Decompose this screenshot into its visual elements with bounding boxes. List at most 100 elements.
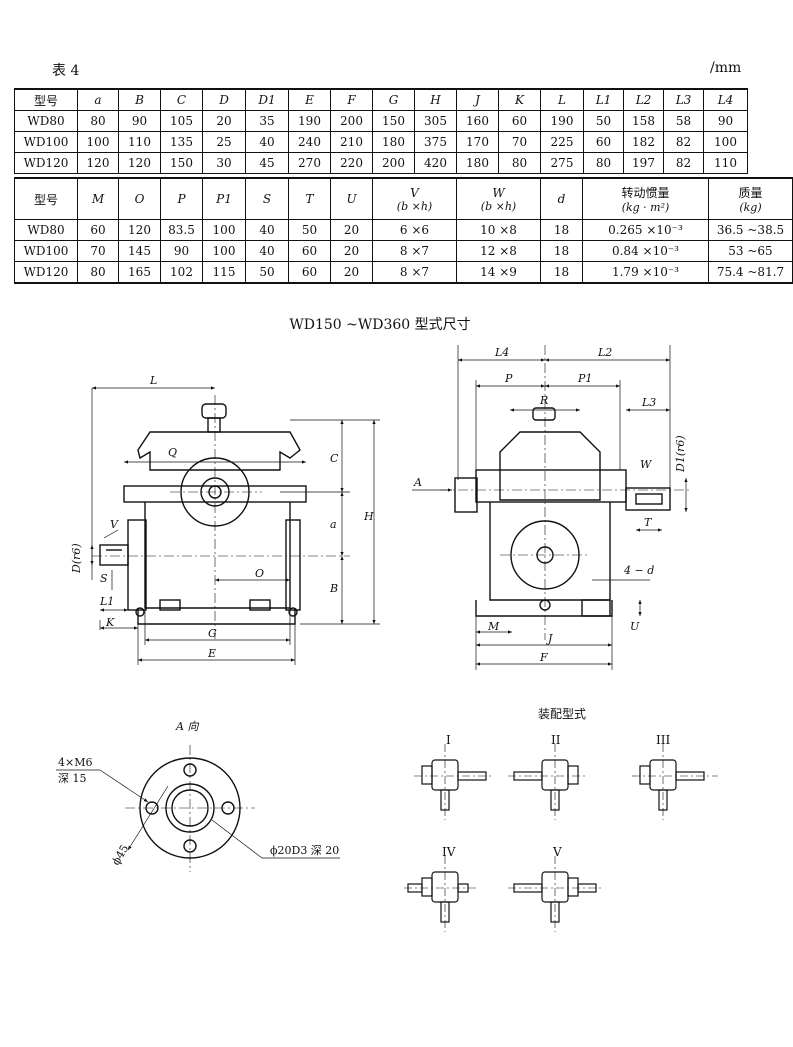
table-cell: 35: [245, 110, 289, 132]
table-header-cell: E: [288, 88, 331, 111]
table-cell: 110: [703, 152, 748, 174]
table-cell: 0.265 ×10⁻³: [582, 219, 709, 241]
table-cell: 70: [77, 240, 119, 262]
dim-label: A: [413, 476, 422, 489]
table-cell: 40: [245, 219, 289, 241]
table-cell: WD80: [14, 110, 78, 132]
dim-label: R: [539, 394, 548, 407]
table-cell: 60: [288, 261, 331, 284]
header-label: 质量: [738, 186, 763, 200]
table-cell: 18: [540, 261, 583, 284]
assembly-form-iv: [407, 871, 469, 923]
header-label: P: [177, 192, 186, 206]
table-cell: 80: [498, 152, 541, 174]
table-cell: WD100: [14, 131, 78, 153]
table-cell: 83.5: [160, 219, 203, 241]
header-label: U: [346, 192, 357, 206]
table-cell: 45: [245, 152, 289, 174]
header-sublabel: (kg · m²): [621, 201, 670, 214]
table-cell: 100: [202, 240, 246, 262]
header-label: P1: [216, 192, 232, 206]
table-header-cell: L: [540, 88, 584, 111]
table-cell: 80: [583, 152, 624, 174]
table-header-cell: L3: [663, 88, 704, 111]
flange-holes-label: 4×M6: [58, 756, 92, 769]
table-cell: 270: [288, 152, 331, 174]
assembly-form-ii: [513, 759, 579, 811]
table-cell: 90: [118, 110, 161, 132]
table-header-cell: B: [118, 88, 161, 111]
header-sublabel: (b ×h): [396, 199, 433, 213]
table-cell: WD120: [14, 152, 78, 174]
table-cell: 197: [623, 152, 664, 174]
dim-label: K: [105, 616, 115, 629]
table-header-cell: U: [330, 177, 373, 220]
dim-label: V: [110, 518, 119, 531]
dim-label: L3: [641, 396, 656, 409]
table-cell: 18: [540, 240, 583, 262]
assembly-label-ii: II: [551, 733, 561, 747]
table-cell: 75.4 ~81.7: [708, 261, 793, 284]
dim-label: a: [330, 518, 337, 531]
table-cell: 8 ×7: [372, 240, 457, 262]
header-label: W: [492, 185, 505, 200]
table-cell: 100: [703, 131, 748, 153]
dim-label: G: [208, 627, 217, 640]
table-cell: 120: [118, 219, 161, 241]
table-cell: WD120: [14, 261, 78, 284]
table-cell: 70: [498, 131, 541, 153]
table-cell: 50: [583, 110, 624, 132]
dim-label: Q: [168, 446, 177, 459]
table-cell: 225: [540, 131, 584, 153]
assembly-title: 装配型式: [538, 707, 586, 721]
header-label: V: [410, 185, 419, 200]
table-header-cell: M: [77, 177, 119, 220]
table-header-cell: 型号: [14, 177, 78, 220]
table-header-cell: 型号: [14, 88, 78, 111]
table-header-cell: O: [118, 177, 161, 220]
header-label: 型号: [33, 192, 58, 207]
dim-label: L4: [494, 346, 509, 359]
table-header-cell: F: [330, 88, 373, 111]
table-cell: 60: [77, 219, 119, 241]
table-cell: 115: [202, 261, 246, 284]
table-cell: 30: [202, 152, 246, 174]
table-header-cell: D1: [245, 88, 289, 111]
table-cell: 180: [456, 152, 499, 174]
dim-label: B: [329, 582, 338, 595]
table-cell: 110: [118, 131, 161, 153]
header-label: M: [91, 192, 105, 206]
table-header-cell: P: [160, 177, 203, 220]
table-cell: 105: [160, 110, 203, 132]
dim-label: L1: [99, 595, 114, 608]
table-header-cell: G: [372, 88, 415, 111]
flange-bore-label: ϕ20D3 深 20: [270, 844, 339, 857]
front-dimensions: [90, 386, 380, 665]
table-cell: 58: [663, 110, 704, 132]
table-cell: 420: [414, 152, 457, 174]
dim-label: W: [640, 458, 653, 471]
table-cell: 50: [288, 219, 331, 241]
table-cell: 275: [540, 152, 584, 174]
dim-label: O: [255, 567, 264, 580]
table-cell: 375: [414, 131, 457, 153]
assembly-form-iii: [639, 759, 705, 811]
dim-label: J: [546, 632, 553, 645]
table-cell: 120: [77, 152, 119, 174]
header-sublabel: (kg): [739, 201, 762, 214]
table-cell: 220: [330, 152, 373, 174]
flange-depth-label: 深 15: [58, 772, 87, 785]
side-view-labels: L4 L2 P P1 L3 R D1(r6) W A T 4 − d U M J…: [413, 346, 687, 664]
dim-label: L2: [597, 346, 612, 359]
header-label: O: [134, 192, 145, 206]
dim-label: 4 − d: [623, 564, 654, 577]
table-cell: 1.79 ×10⁻³: [582, 261, 709, 284]
header-label: d: [557, 192, 566, 206]
table-cell: 40: [245, 240, 289, 262]
